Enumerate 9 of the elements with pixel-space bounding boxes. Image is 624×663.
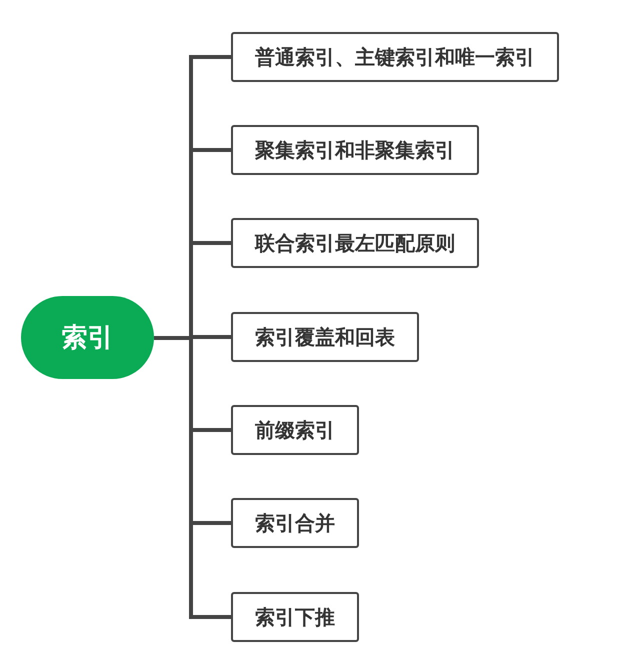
subtopic-box: 聚集索引和非聚集索引: [231, 125, 479, 175]
root-topic: 索引: [21, 296, 154, 379]
subtopic-box: 索引合并: [231, 498, 359, 548]
subtopic-box: 前缀索引: [231, 405, 359, 455]
subtopic-box: 普通索引、主键索引和唯一索引: [231, 32, 559, 82]
subtopic-box: 索引下推: [231, 592, 359, 642]
connector-line: [154, 336, 231, 619]
subtopic-box: 联合索引最左匹配原则: [231, 218, 479, 268]
subtopic-box: 索引覆盖和回表: [231, 312, 419, 362]
